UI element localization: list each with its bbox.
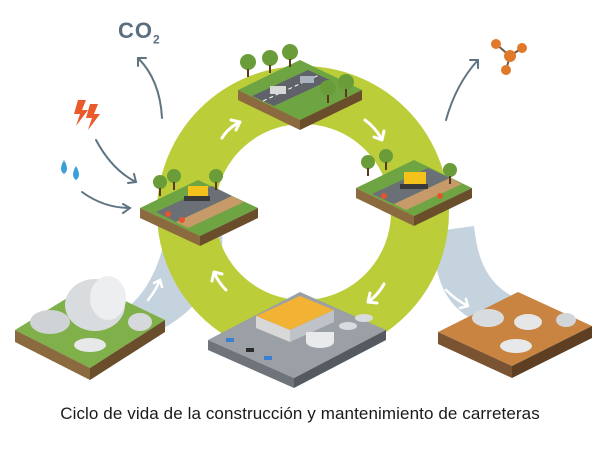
raw-materials-tile bbox=[15, 276, 165, 380]
ring-arrow-bottom-right bbox=[366, 282, 386, 305]
raw-to-construction-arrow bbox=[146, 278, 164, 302]
co2-label: CO2 bbox=[118, 18, 161, 46]
road-maintenance-tile bbox=[356, 149, 472, 226]
recycling-plant-tile bbox=[208, 292, 386, 388]
ring-arrow-top-left bbox=[220, 118, 242, 140]
side-arrows bbox=[81, 57, 479, 214]
flow-band-arrows bbox=[146, 278, 470, 310]
molecule-icon bbox=[491, 39, 527, 75]
water-icon bbox=[61, 160, 79, 180]
to-end-of-life-arrow bbox=[444, 288, 470, 310]
ring-arrow-top-right bbox=[363, 118, 386, 142]
ring-arrow-bottom-left bbox=[210, 270, 228, 292]
co2-subscript: 2 bbox=[153, 32, 161, 47]
water-inflow-arrow bbox=[81, 191, 132, 214]
co2-text: CO bbox=[118, 18, 153, 43]
energy-icon bbox=[74, 100, 100, 130]
ring-arrows bbox=[210, 118, 386, 305]
road-in-use-tile bbox=[238, 44, 362, 130]
road-construction-tile bbox=[140, 169, 258, 246]
diagram-caption: Ciclo de vida de la construcción y mante… bbox=[60, 404, 540, 423]
energy-inflow-arrow bbox=[95, 139, 138, 184]
end-of-life-tile bbox=[438, 292, 592, 378]
molecule-arrow bbox=[445, 59, 479, 121]
co2-arrow bbox=[137, 57, 163, 119]
